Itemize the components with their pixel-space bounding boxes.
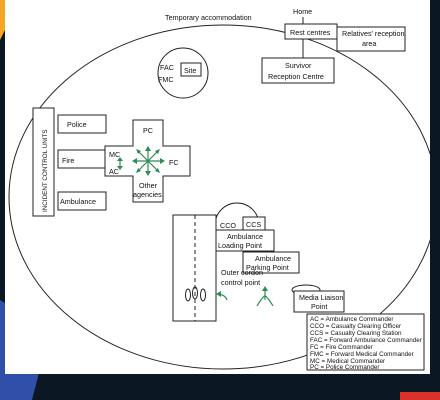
fmc-label: FMC xyxy=(158,75,174,84)
ambulance-unit-box xyxy=(57,191,107,211)
temporary-accommodation-label: Temporary accommodation xyxy=(165,13,252,22)
ambulance-unit-label: Ambulance xyxy=(60,197,96,206)
other-agencies-line1: Other xyxy=(139,181,158,190)
ac-label: AC xyxy=(109,167,119,176)
ccs-label: CCS xyxy=(246,220,261,229)
site-box xyxy=(180,62,202,77)
legend-item: CCO = Casualty Clearing Officer xyxy=(310,323,401,330)
site-label: Site xyxy=(184,66,196,75)
relatives-reception-line1: Relatives' reception xyxy=(342,29,405,38)
rest-centres-label: Rest centres xyxy=(290,28,331,37)
relatives-reception-area-box xyxy=(336,26,406,52)
survivor-label-line2: Reception Centre xyxy=(268,72,324,81)
mc-label: MC xyxy=(109,150,120,159)
media-liaison-point-box xyxy=(293,290,345,313)
outer-cordon-line2: control point xyxy=(221,278,260,287)
abbreviation-legend-box xyxy=(306,313,425,371)
legend-item: FAC = Forward Ambulance Commander xyxy=(310,337,422,344)
cco-label: CCO xyxy=(220,221,236,230)
police-unit-label: Police xyxy=(67,120,87,129)
incident-control-units-label: INCIDENT CONTROL UNITS xyxy=(42,129,49,212)
media-liaison-line2: Point xyxy=(311,302,327,311)
incident-site-diagram: Temporary accommodation Home Rest centre… xyxy=(8,7,430,371)
diagram-panel: Temporary accommodation Home Rest centre… xyxy=(5,0,430,374)
vehicle-marks-icon xyxy=(185,286,206,302)
parking-point-line2: Parking Point xyxy=(246,263,289,272)
police-unit-box xyxy=(57,114,107,134)
legend-item: FMC = Forward Medical Commander xyxy=(310,351,414,358)
legend-item: MC = Medical Commander xyxy=(310,358,385,365)
forward-command-circle xyxy=(157,47,209,99)
survivor-reception-centre-box xyxy=(261,57,335,84)
outer-cordon-line1: Outer cordon xyxy=(221,268,263,277)
ambulance-parking-point-box xyxy=(242,251,300,274)
loading-point-line1: Ambulance xyxy=(227,232,263,241)
parking-point-line1: Ambulance xyxy=(255,254,291,263)
legend-item: PC = Police Commander xyxy=(310,364,379,371)
fac-label: FAC xyxy=(160,63,174,72)
pc-label: PC xyxy=(143,126,153,135)
incident-control-units-box xyxy=(32,107,55,217)
flow-arrows-icon xyxy=(215,286,274,307)
outer-cordon-oval xyxy=(8,24,430,370)
survivor-label-line1: Survivor xyxy=(285,61,312,70)
legend-item: AC = Ambulance Commander xyxy=(310,316,393,323)
media-liaison-line1: Media Liaison xyxy=(299,293,343,302)
fire-unit-label: Fire xyxy=(62,156,74,165)
legend-item: FC = Fire Commander xyxy=(310,344,373,351)
command-arrows-icon xyxy=(117,146,165,176)
ambulance-loading-point-box xyxy=(215,229,275,252)
red-accent-bar xyxy=(400,392,440,400)
legend-item: CCS = Casualty Clearing Station xyxy=(310,330,402,337)
other-agencies-line2: agencies xyxy=(133,190,162,199)
relatives-reception-line2: area xyxy=(362,39,376,48)
home-label: Home xyxy=(293,7,312,16)
loading-point-line2: Loading Point xyxy=(218,241,262,250)
fc-label: FC xyxy=(169,158,179,167)
